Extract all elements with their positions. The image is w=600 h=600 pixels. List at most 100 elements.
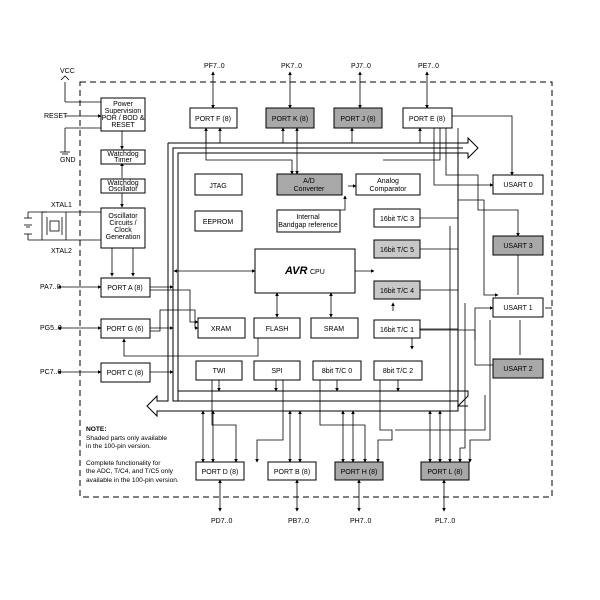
usart3-block — [492, 235, 544, 256]
analog-comparator-label-1: Analog — [377, 178, 399, 185]
xtal1-label: XTAL1 — [51, 202, 72, 209]
analog-comparator-block — [355, 173, 421, 196]
ad-converter-label-1: A/D — [303, 178, 315, 185]
spi-block — [253, 360, 301, 381]
tc2-block — [373, 360, 423, 381]
watchdog-oscillator-label-2: Oscillator — [108, 186, 138, 193]
usart2-label: USART 2 — [503, 366, 532, 373]
pl-pin-label: PL7..0 — [435, 518, 455, 525]
usart0-label: USART 0 — [503, 182, 532, 189]
port-k-label: PORT K (8) — [272, 116, 308, 123]
usart3-label: USART 3 — [503, 243, 532, 250]
port-a-block — [100, 277, 151, 298]
bandgap-label-2: Bandgap reference — [278, 222, 338, 229]
spi-label: SPI — [271, 368, 282, 375]
note-box: NOTE: Shaded parts only available in the… — [86, 426, 206, 486]
avr-logo: AVR — [284, 265, 307, 277]
bandgap-label-1: Internal — [296, 214, 320, 221]
oscillator-label-3: Clock — [114, 227, 132, 234]
note-line-2: in the 100-pin version. — [86, 443, 151, 451]
usart1-label: USART 1 — [503, 305, 532, 312]
tc2-label: 8bit T/C 2 — [383, 368, 413, 375]
jtag-label: JTAG — [209, 183, 226, 190]
watchdog-timer-label-2: Timer — [114, 157, 132, 164]
pd-pin-label: PD7..0 — [211, 518, 233, 525]
analog-comparator-label-2: Comparator — [370, 186, 408, 193]
port-e-label: PORT E (8) — [409, 116, 445, 123]
port-d-label: PORT D (8) — [202, 469, 239, 476]
reset-label: RESET — [44, 113, 68, 120]
port-f-label: PORT F (8) — [195, 116, 231, 123]
note-line-4: the ADC, T/C4, and T/C5 only — [86, 468, 173, 476]
port-b-label: PORT B (8) — [274, 469, 310, 476]
port-d-block — [195, 461, 245, 481]
port-h-block — [334, 461, 384, 481]
port-l-label: PORT L (8) — [427, 469, 462, 476]
twi-label: TWI — [213, 368, 226, 375]
ph-pin-label: PH7..0 — [350, 518, 372, 525]
watchdog-timer-label-1: Watchdog — [107, 151, 138, 158]
tc5-label: 16bit T/C 5 — [380, 247, 414, 254]
pf-pin-label: PF7..0 — [204, 63, 225, 70]
pj-pin-label: PJ7..0 — [351, 63, 371, 70]
ad-converter-label-2: Converter — [294, 186, 325, 193]
tc3-block — [373, 208, 421, 228]
power-pins — [60, 75, 70, 155]
usart1-block — [492, 297, 544, 318]
port-f-block — [189, 107, 238, 129]
flash-label: FLASH — [266, 326, 289, 333]
usart0-block — [492, 174, 544, 195]
tc3-label: 16bit T/C 3 — [380, 216, 414, 223]
port-g-block — [100, 318, 151, 339]
port-l-block — [420, 461, 470, 481]
tc4-block — [373, 280, 421, 300]
port-j-block — [333, 107, 383, 129]
xram-label: XRAM — [211, 326, 231, 333]
power-supervision-label-2: Supervision — [105, 108, 142, 115]
internal-data-bus — [146, 136, 479, 418]
ad-converter-block — [276, 173, 343, 196]
avr-cpu-block — [254, 248, 356, 294]
tc5-block — [373, 239, 421, 259]
avr-cpu-label: CPU — [310, 269, 325, 276]
pc-pin-label: PC7..0 — [40, 369, 62, 376]
flash-block — [253, 317, 301, 339]
note-heading: NOTE: — [86, 426, 107, 433]
note-line-3: Complete functionality for — [86, 459, 161, 467]
pk-pin-label: PK7..0 — [281, 63, 302, 70]
port-c-block — [100, 362, 151, 383]
watchdog-oscillator-block — [100, 178, 146, 194]
port-b-block — [267, 461, 317, 481]
bandgap-block — [276, 209, 341, 233]
tc1-label: 16bit T/C 1 — [380, 327, 414, 334]
xtal2-label: XTAL2 — [51, 248, 72, 255]
pe-pin-label: PE7..0 — [418, 63, 439, 70]
port-e-block — [402, 107, 453, 129]
pb-pin-label: PB7..0 — [288, 518, 309, 525]
eeprom-label: EEPROM — [203, 219, 234, 226]
port-g-label: PORT G (6) — [106, 326, 143, 333]
oscillator-label-4: Generation — [106, 234, 141, 241]
usart2-block — [492, 358, 544, 379]
note-line-1: Shaded parts only available — [86, 434, 168, 442]
note-line-5: available in the 100-pin version. — [86, 476, 179, 484]
oscillator-label-1: Oscillator — [108, 213, 138, 220]
tc0-block — [312, 360, 362, 381]
oscillator-label-2: Circuits / — [109, 220, 136, 227]
pa-pin-label: PA7..0 — [40, 284, 61, 291]
watchdog-oscillator-label-1: Watchdog — [107, 180, 138, 187]
oscillator-block — [100, 207, 146, 249]
port-c-label: PORT C (8) — [107, 370, 144, 377]
pg-pin-label: PG5..0 — [40, 325, 62, 332]
port-a-label: PORT A (8) — [107, 285, 143, 292]
sram-label: SRAM — [324, 326, 344, 333]
port-j-label: PORT J (8) — [340, 116, 375, 123]
tc4-label: 16bit T/C 4 — [380, 288, 414, 295]
xram-block — [197, 317, 246, 339]
power-supervision-label-4: RESET — [111, 122, 135, 129]
twi-block — [195, 360, 243, 381]
port-h-label: PORT H (8) — [341, 469, 378, 476]
power-supervision-label-3: POR / BOD & — [102, 115, 145, 122]
eeprom-block — [194, 210, 243, 232]
chip-boundary — [79, 81, 553, 498]
